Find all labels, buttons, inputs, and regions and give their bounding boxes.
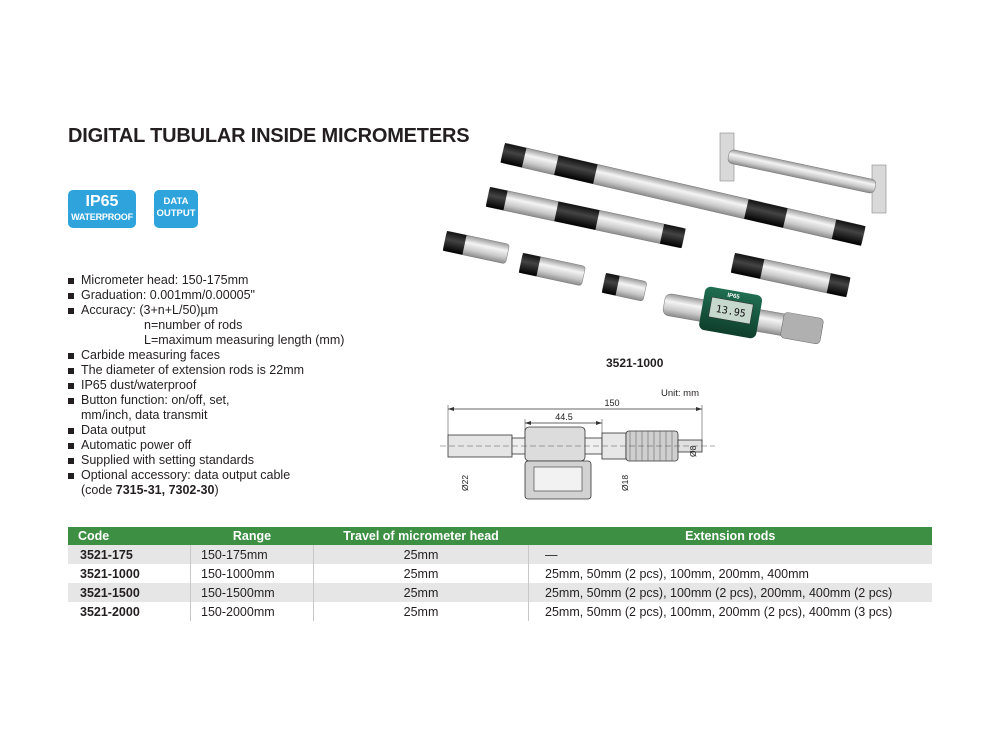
micrometer-head: 13.95 IP65	[662, 286, 824, 345]
head-brand-label: IP65	[727, 293, 741, 301]
dim-8-label: Ø8	[688, 445, 698, 457]
cell-range: 150-1500mm	[190, 583, 314, 602]
extension-rod-50b	[518, 253, 586, 286]
table-row: 3521-175 150-175mm 25mm —	[68, 545, 932, 564]
cell-ext: —	[528, 545, 932, 564]
cell-ext: 25mm, 50mm (2 pcs), 100mm, 200mm (2 pcs)…	[545, 604, 893, 619]
feature-subitem: n=number of rods	[144, 318, 243, 332]
feature-continuation: mm/inch, data transmit	[81, 408, 208, 422]
cell-travel: 25mm	[313, 602, 529, 621]
ip65-label: IP65	[85, 193, 119, 210]
dim-18-label: Ø18	[620, 475, 630, 491]
product-photo: 13.95 IP65	[442, 132, 887, 345]
feature-item: The diameter of extension rods is 22mm	[66, 363, 344, 378]
cell-code: 3521-1000	[68, 564, 191, 583]
cable-code-suffix: )	[214, 483, 219, 497]
model-label: 3521-1000	[606, 356, 664, 370]
feature-item: Automatic power off	[66, 438, 344, 453]
cell-ext: 25mm, 50mm (2 pcs), 100mm (2 pcs), 200mm…	[528, 583, 932, 602]
cell-code: 3521-1500	[68, 583, 191, 602]
col-header-ext: Extension rods	[528, 527, 932, 545]
dim-22-label: Ø22	[460, 475, 470, 491]
feature-item: Micrometer head: 150-175mm	[66, 273, 344, 288]
feature-item: IP65 dust/waterproof	[66, 378, 344, 393]
setting-standard-icon	[719, 132, 887, 214]
cell-travel: 25mm	[313, 564, 529, 583]
feature-item: Supplied with setting standards	[66, 453, 344, 468]
feature-item: Carbide measuring faces	[66, 348, 344, 363]
col-header-code: Code	[68, 527, 191, 545]
cell-travel: 25mm	[313, 545, 529, 564]
extension-rod-50a	[442, 231, 510, 264]
col-header-range: Range	[190, 527, 314, 545]
data-label: DATA	[163, 196, 189, 207]
table-row: 3521-2000 150-2000mm 25mm 25mm, 50mm (2 …	[68, 602, 932, 621]
waterproof-label: WATERPROOF	[71, 212, 133, 222]
table-header-row: Code Range Travel of micrometer head Ext…	[68, 527, 932, 545]
col-header-travel: Travel of micrometer head	[313, 527, 529, 545]
cable-code-prefix: (code	[81, 483, 116, 497]
cable-codes: 7315-31, 7302-30	[115, 483, 215, 497]
feature-list: Micrometer head: 150-175mm Graduation: 0…	[66, 273, 344, 498]
spec-table: Code Range Travel of micrometer head Ext…	[68, 527, 932, 621]
cell-travel: 25mm	[313, 583, 529, 602]
feature-item: Accuracy: (3+n+L/50)µm	[66, 303, 344, 318]
cell-range: 150-1000mm	[190, 564, 314, 583]
table-row: 3521-1500 150-1500mm 25mm 25mm, 50mm (2 …	[68, 583, 932, 602]
extension-rod-100	[730, 252, 851, 298]
extension-rod-400	[500, 143, 866, 246]
cell-code: 3521-2000	[68, 602, 191, 621]
extension-rod-200	[485, 187, 686, 249]
feature-item: Graduation: 0.001mm/0.00005"	[66, 288, 344, 303]
feature-item: Button function: on/off, set,	[66, 393, 344, 408]
cell-range: 150-175mm	[190, 545, 314, 564]
feature-continuation: (code 7315-31, 7302-30)	[66, 483, 344, 498]
output-label: OUTPUT	[156, 208, 196, 219]
cell-code: 3521-175	[68, 545, 191, 564]
feature-item: Optional accessory: data output cable	[66, 468, 344, 483]
cell-ext: 25mm, 50mm (2 pcs), 100mm, 200mm, 400mm	[545, 566, 809, 581]
cell-range: 150-2000mm	[190, 602, 314, 621]
data-output-badge: DATA OUTPUT	[154, 190, 198, 228]
dim-150-label: 150	[604, 398, 619, 408]
display-readout: 13.95	[715, 304, 747, 320]
table-row: 3521-1000 150-1000mm 25mm 25mm, 50mm (2 …	[68, 564, 932, 583]
page-title: DIGITAL TUBULAR INSIDE MICROMETERS	[68, 125, 470, 147]
extension-rod-25	[601, 273, 647, 301]
feature-subitem: L=maximum measuring length (mm)	[144, 333, 345, 347]
dim-44-5-label: 44.5	[555, 412, 573, 422]
feature-item: Data output	[66, 423, 344, 438]
dimension-drawing: 150 44.5 Ø22 Ø18 Ø8	[440, 398, 715, 500]
unit-label: Unit: mm	[661, 388, 699, 399]
ip65-waterproof-badge: IP65 WATERPROOF	[68, 190, 136, 228]
